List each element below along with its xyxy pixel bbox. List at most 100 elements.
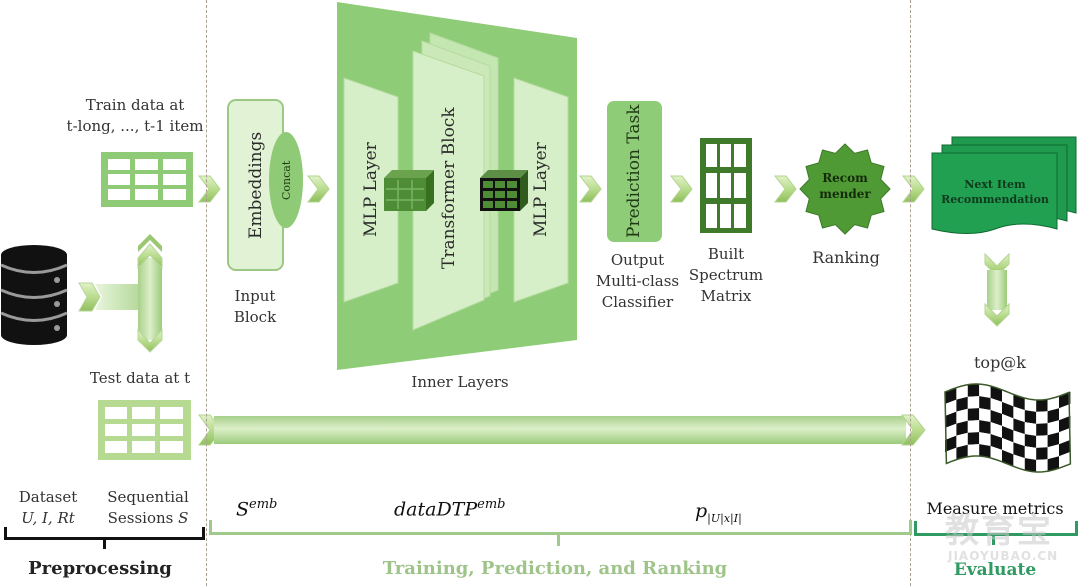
input-caption-line1: Input bbox=[234, 287, 276, 305]
flag-square bbox=[956, 408, 968, 424]
prediction-caption-line2: Multi-class bbox=[595, 272, 680, 290]
flag-square bbox=[1047, 396, 1059, 412]
watermark-url: JIAOYUBAO.CN bbox=[948, 549, 1059, 563]
flag-square bbox=[1013, 418, 1025, 435]
preprocessing-bracket-tick bbox=[103, 537, 106, 549]
prediction-caption-line1: Output bbox=[610, 251, 665, 269]
database-icon bbox=[0, 245, 68, 345]
arrow-icon bbox=[197, 175, 925, 203]
flag-square bbox=[1059, 415, 1071, 433]
train-label-line2: t-long, ..., t-1 item bbox=[66, 117, 204, 135]
flag-square bbox=[967, 396, 980, 409]
recommender-seal-icon bbox=[799, 143, 891, 235]
tensor-cube-dark-icon bbox=[480, 170, 528, 211]
separator-preprocessing bbox=[206, 0, 207, 586]
long-test-arrow bbox=[198, 414, 926, 446]
down-arrow bbox=[984, 252, 1010, 327]
flag-square bbox=[1024, 398, 1037, 412]
sessions-line2: Sessions 𝑆 bbox=[107, 509, 189, 527]
input-block-caption: Input Block bbox=[220, 286, 290, 328]
prediction-caption: Output Multi-class Classifier bbox=[585, 250, 690, 313]
mlp-layer-left-label: MLP Layer bbox=[361, 142, 381, 238]
flag-square bbox=[956, 396, 968, 412]
evaluate-section-label: Evaluate bbox=[953, 560, 1037, 580]
s-emb-notation: Semb bbox=[236, 497, 277, 520]
training-bracket bbox=[209, 520, 912, 535]
flag-square bbox=[1036, 435, 1048, 448]
watermark-logo: 教育宝 bbox=[945, 511, 1053, 551]
next-item-line1: Next Item bbox=[964, 178, 1026, 191]
flag-square bbox=[945, 435, 957, 452]
flag-square bbox=[1047, 444, 1059, 460]
separator-evaluate bbox=[910, 0, 911, 586]
flag-square bbox=[945, 411, 957, 428]
flag-square bbox=[967, 384, 980, 397]
next-item-line2: Recommendation bbox=[941, 193, 1049, 206]
flag-square bbox=[1047, 420, 1059, 436]
flag-square bbox=[990, 397, 1002, 414]
dataset-vars: U, I, Rt bbox=[21, 509, 75, 527]
flag-square bbox=[979, 432, 991, 446]
flag-outline bbox=[944, 383, 1072, 473]
flag-square bbox=[990, 445, 1002, 462]
flag-square bbox=[979, 408, 991, 422]
flag-square bbox=[945, 387, 957, 404]
next-item-label: Next Item Recommendation bbox=[935, 177, 1055, 207]
prediction-task-label: Prediction Task bbox=[624, 104, 644, 239]
flag-square bbox=[990, 421, 1002, 438]
spectrum-caption-line3: Matrix bbox=[700, 287, 752, 305]
s-emb-base: S bbox=[236, 498, 250, 521]
flag-square bbox=[1024, 422, 1037, 436]
flag-square bbox=[1013, 406, 1025, 423]
transformer-block-label: Transformer Block bbox=[439, 107, 459, 269]
spectrum-matrix-icon bbox=[700, 138, 752, 233]
tensor-cube-icon bbox=[384, 170, 434, 211]
flag-square bbox=[1013, 394, 1025, 411]
flag-square bbox=[967, 420, 980, 433]
flag-square bbox=[967, 432, 980, 445]
next-item-docs-icon bbox=[931, 136, 1077, 234]
data-dtp-sup: emb bbox=[477, 497, 506, 512]
flag-square bbox=[979, 384, 991, 398]
test-data-table-icon bbox=[98, 400, 191, 460]
data-dtp-base: dataDTP bbox=[394, 498, 478, 521]
p-base: p bbox=[695, 500, 708, 522]
flag-square bbox=[1059, 403, 1071, 421]
flag-square bbox=[1024, 446, 1037, 460]
data-dtp-notation: dataDTPemb bbox=[394, 497, 506, 520]
concat-label: Concat bbox=[280, 160, 293, 200]
topk-label: top@k bbox=[974, 353, 1026, 372]
flag-square bbox=[1002, 413, 1014, 431]
flag-square bbox=[990, 385, 1002, 402]
recommender-line1: Recom bbox=[822, 171, 868, 185]
spectrum-caption-line1: Built bbox=[707, 245, 745, 263]
flag-square bbox=[1059, 451, 1071, 469]
flag-square bbox=[1059, 439, 1071, 457]
flag-square bbox=[990, 433, 1002, 450]
sessions-label: Sequential Sessions 𝑆 bbox=[98, 487, 198, 529]
prediction-caption-line3: Classifier bbox=[601, 293, 674, 311]
flag-square bbox=[956, 384, 968, 400]
prediction-task-box bbox=[607, 101, 662, 242]
recommender-label: Recom mender bbox=[805, 170, 885, 202]
preprocessing-section-label: Preprocessing bbox=[28, 558, 172, 579]
flag-square bbox=[979, 396, 991, 410]
dataset-label: Dataset U, I, Rt bbox=[8, 487, 88, 529]
flag-square bbox=[1036, 399, 1048, 412]
flag-square bbox=[1047, 456, 1059, 472]
evaluate-bracket bbox=[914, 521, 1078, 536]
flag-square bbox=[945, 423, 957, 440]
flag-square bbox=[979, 444, 991, 458]
flag-square bbox=[1024, 458, 1037, 472]
flag-square bbox=[1013, 430, 1025, 447]
checkered-flag-icon bbox=[944, 383, 1072, 473]
ranking-caption: Ranking bbox=[812, 248, 880, 267]
dataset-line1: Dataset bbox=[18, 488, 78, 506]
split-arrow bbox=[78, 234, 163, 353]
flag-square bbox=[956, 432, 968, 448]
flag-square bbox=[967, 408, 980, 421]
flag-square bbox=[1036, 447, 1048, 460]
flag-square bbox=[1036, 423, 1048, 436]
train-data-table-icon bbox=[101, 152, 193, 207]
mlp-layer-right-label: MLP Layer bbox=[531, 142, 551, 238]
